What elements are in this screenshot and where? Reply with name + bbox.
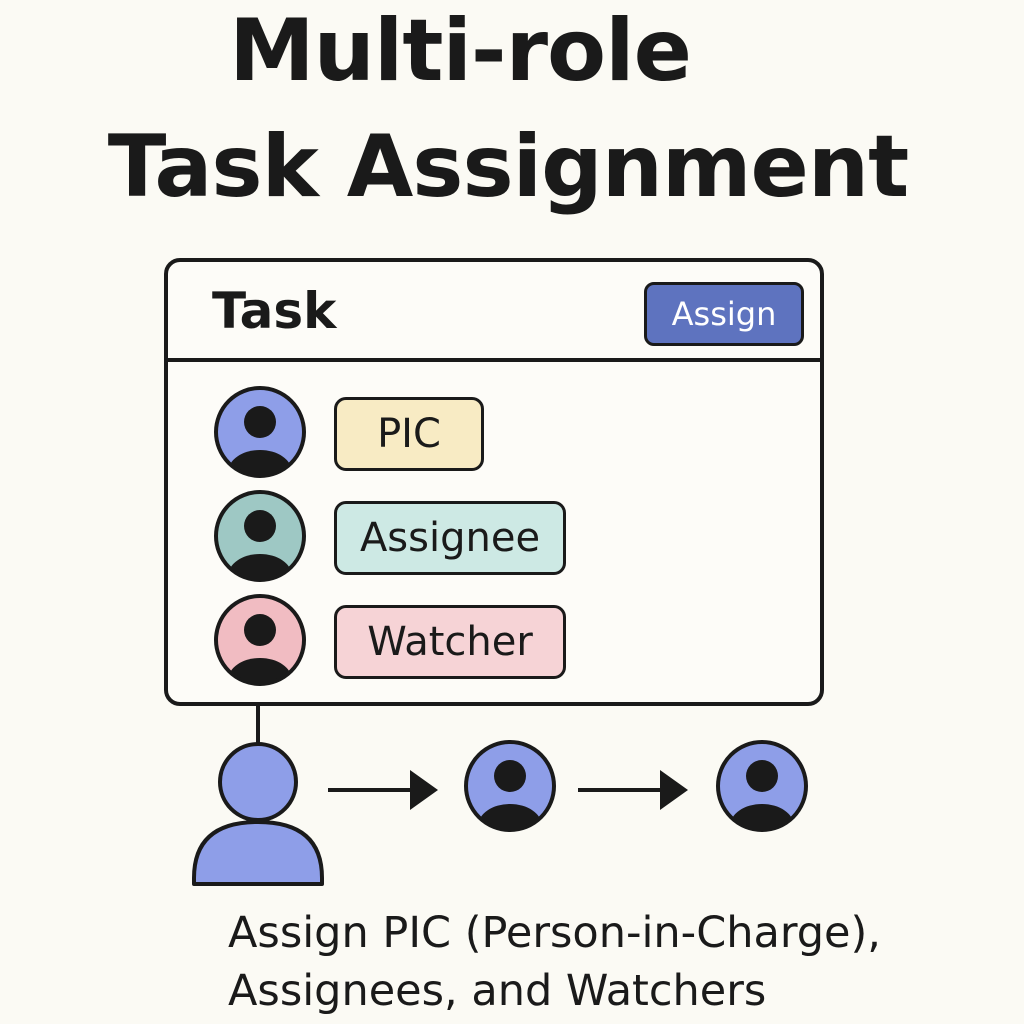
arrow-right-icon bbox=[578, 770, 688, 810]
pic-avatar-icon bbox=[214, 386, 306, 478]
diagram-title-line-1: Multi-role bbox=[229, 1, 692, 101]
task-card-header: Task Assign bbox=[168, 262, 820, 362]
arrow-right-icon bbox=[328, 770, 438, 810]
diagram-title-line-2: Task Assignment bbox=[107, 117, 909, 217]
task-card: Task Assign PIC Assignee bbox=[164, 258, 824, 706]
role-tag-watcher: Watcher bbox=[334, 605, 566, 679]
role-tag-assignee: Assignee bbox=[334, 501, 566, 575]
role-tag-pic: PIC bbox=[334, 397, 484, 471]
flow-avatar-icon bbox=[716, 740, 808, 832]
role-row-assignee: Assignee bbox=[168, 484, 820, 584]
watcher-avatar-icon bbox=[214, 594, 306, 686]
role-row-watcher: Watcher bbox=[168, 588, 820, 688]
role-row-pic: PIC bbox=[168, 380, 820, 480]
flow-avatar-icon bbox=[464, 740, 556, 832]
assigner-person-icon bbox=[192, 742, 324, 886]
assign-button[interactable]: Assign bbox=[644, 282, 804, 346]
caption-line-1: Assign PIC (Person-in-Charge), bbox=[228, 908, 881, 958]
task-card-title: Task bbox=[212, 282, 337, 340]
assignee-avatar-icon bbox=[214, 490, 306, 582]
caption-line-2: Assignees, and Watchers bbox=[228, 966, 767, 1016]
